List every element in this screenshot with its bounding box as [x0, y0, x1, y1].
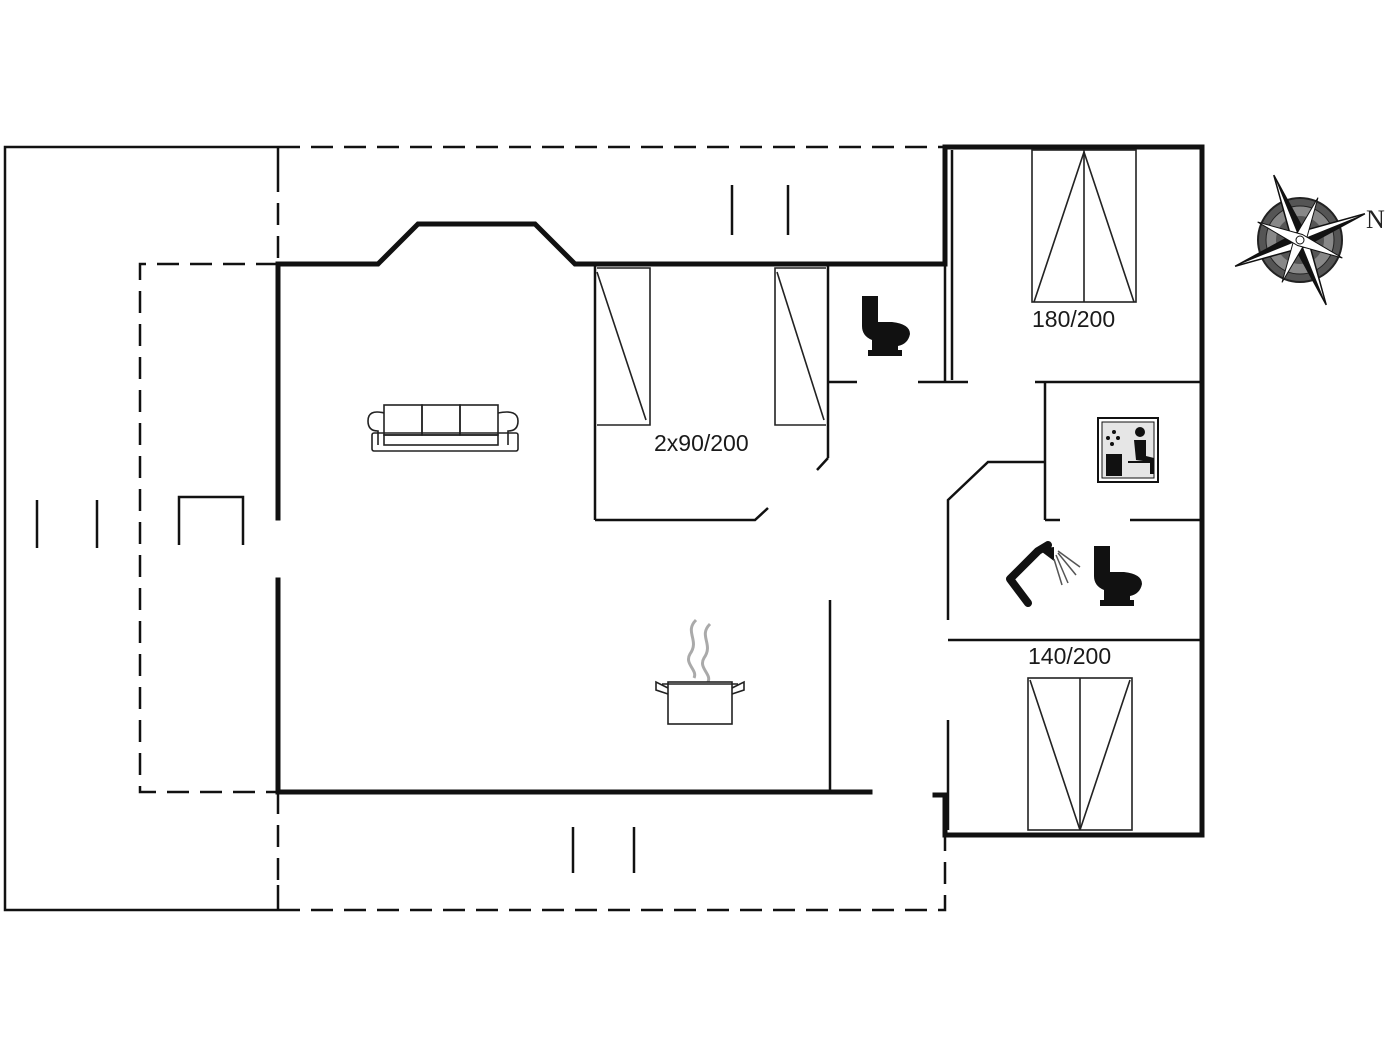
room-label-twin-beds: 2x90/200: [654, 430, 749, 456]
shower-icon: [1006, 541, 1081, 607]
sofa-icon: [367, 404, 519, 452]
double-bed-top: [1031, 149, 1137, 303]
sauna-icon: [1097, 417, 1159, 483]
twin-bed-left: [596, 267, 651, 426]
cooking-pot-icon: [655, 618, 745, 725]
compass-north-label: N: [1366, 205, 1385, 234]
toilet-icon: [862, 296, 910, 356]
terrace-door-marks: [35, 185, 790, 873]
interior-walls: [593, 150, 1202, 830]
compass-rose-icon: [1234, 174, 1366, 306]
room-label-double-bed-bottom: 140/200: [1028, 643, 1111, 669]
double-bed-bottom: [1027, 677, 1133, 831]
bath-toilet-icon: [1094, 546, 1142, 606]
room-label-double-bed-top: 180/200: [1032, 306, 1115, 332]
terrace-outline: [3, 145, 947, 912]
twin-bed-right: [774, 267, 826, 426]
exterior-walls: [275, 144, 1205, 838]
